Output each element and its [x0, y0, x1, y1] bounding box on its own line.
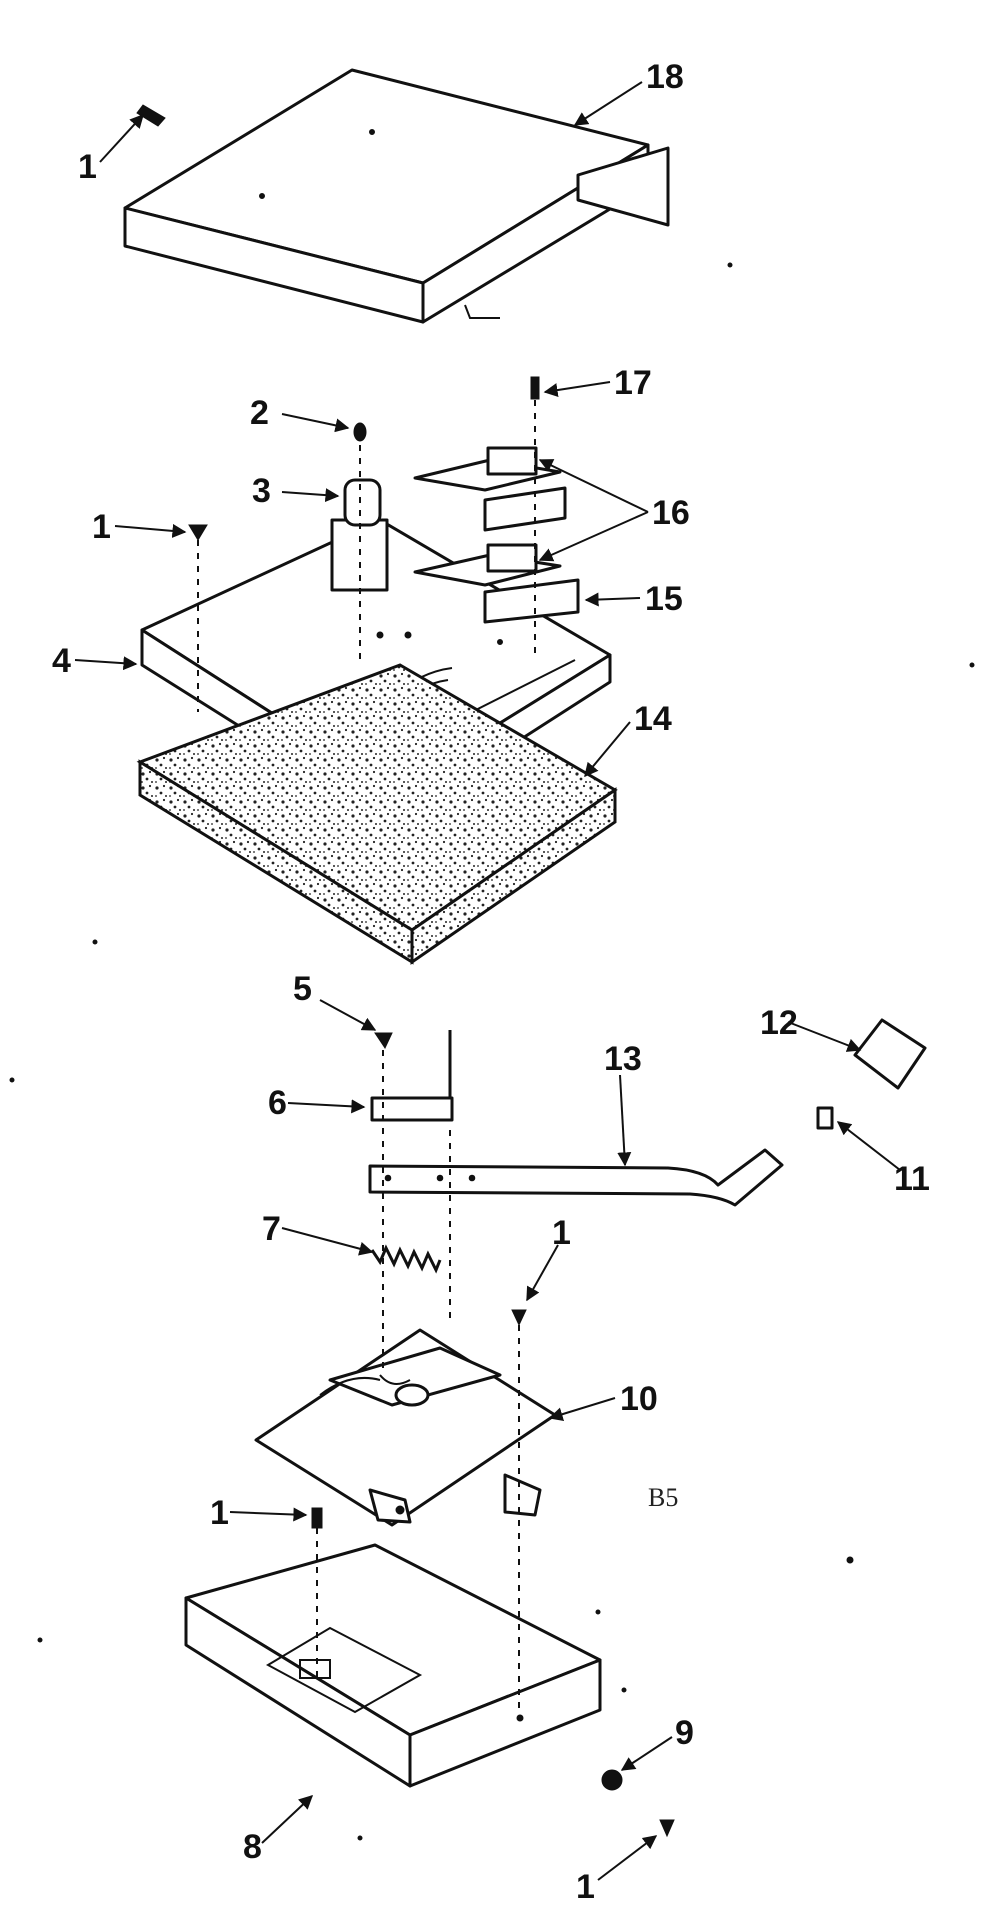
callout-1-bottom: 1	[576, 1868, 595, 1906]
clip-part-11	[816, 1106, 834, 1130]
figure-code: B5	[648, 1483, 678, 1512]
bracket-part-6	[370, 1030, 454, 1122]
callout-6: 6	[268, 1084, 287, 1122]
callout-15: 15	[645, 580, 683, 618]
callout-1-screw: 1	[552, 1214, 571, 1252]
screw-part-17	[530, 376, 540, 400]
callout-16: 16	[652, 494, 690, 532]
screw-part-1-base	[311, 1507, 323, 1529]
alignment-lines	[197, 400, 536, 1710]
callout-4: 4	[52, 642, 71, 680]
callout-2: 2	[250, 394, 269, 432]
screw-part-1-bottom	[659, 1819, 675, 1838]
actuator-arm-part-13	[368, 1148, 784, 1207]
callout-12: 12	[760, 1004, 798, 1042]
callout-17: 17	[614, 364, 652, 402]
insulation-pad-part-14	[136, 663, 618, 965]
screw-part-1-mechanism	[511, 1309, 527, 1327]
callout-labels: 1 18 17 2 3 16 1 15 4 14 5 12 13 6 11 7 …	[52, 58, 930, 1906]
callout-13: 13	[604, 1040, 642, 1078]
callout-1-top: 1	[78, 148, 97, 186]
plate-part-15	[483, 578, 580, 624]
callout-7: 7	[262, 1210, 281, 1248]
callout-18: 18	[646, 58, 684, 96]
screw-part-1-mid	[188, 524, 208, 541]
base-tray-part-8	[184, 1543, 602, 1788]
callout-14: 14	[634, 700, 672, 738]
switch-part-16	[413, 446, 567, 587]
socket-part-3	[330, 478, 389, 592]
scan-specks	[9, 262, 975, 1841]
leader-lines	[74, 81, 901, 1881]
callout-1-mid: 1	[92, 508, 111, 546]
callout-5: 5	[293, 970, 312, 1008]
screw-part-1-top	[136, 104, 166, 127]
callout-11: 11	[894, 1160, 930, 1198]
callout-10: 10	[620, 1380, 658, 1418]
nut-part-9	[601, 1769, 623, 1791]
screw-part-2	[353, 422, 367, 442]
knob-part-12	[853, 1018, 927, 1090]
spring-part-7	[370, 1244, 442, 1274]
top-cover-part-18	[123, 68, 670, 324]
callout-9: 9	[675, 1714, 694, 1752]
callout-1-base: 1	[210, 1494, 229, 1532]
mechanism-part-10	[254, 1328, 557, 1527]
screw-part-5	[374, 1032, 393, 1050]
callout-3: 3	[252, 472, 271, 510]
callout-8: 8	[243, 1828, 262, 1866]
